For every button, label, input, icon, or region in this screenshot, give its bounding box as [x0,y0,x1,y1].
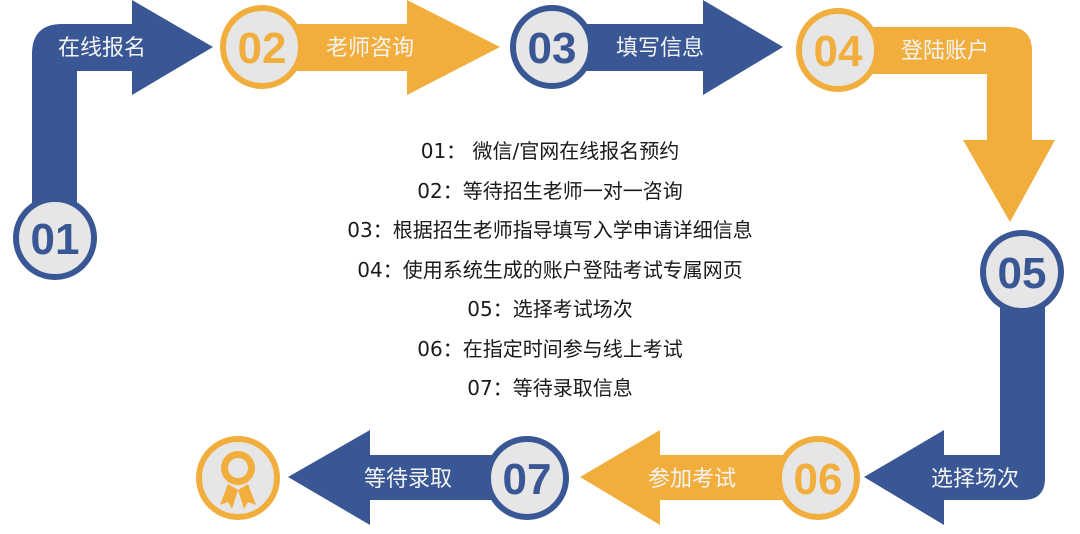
svg-text:06: 06 [794,455,843,504]
detail-line: 02：等待招生老师一对一咨询 [417,178,683,203]
svg-text:05: 05 [998,249,1047,298]
step-circle-04: 04 [796,8,880,92]
step-label-03: 填写信息 [616,36,704,61]
arrow-step-03 [570,0,783,95]
detail-line: 04：使用系统生成的账户登陆考试专属网页 [357,257,743,282]
arrow-step-06 [580,430,800,525]
step-details-list: 01： 微信/官网在线报名预约 02：等待招生老师一对一咨询 03：根据招生老师… [230,132,870,409]
step-circle-06: 06 [776,436,860,520]
detail-line: 06：在指定时间参与线上考试 [417,336,683,361]
step-circle-01: 01 [13,196,97,280]
step-circle-02: 02 [220,5,304,89]
svg-text:02: 02 [238,24,287,73]
step-label-05: 选择场次 [931,467,1019,492]
detail-line: 03：根据招生老师指导填写入学申请详细信息 [347,218,753,242]
arrow-step-04 [860,27,1055,222]
award-ribbon-icon [196,436,280,520]
arrow-step-01 [32,0,213,215]
step-circle-05: 05 [980,230,1064,314]
step-circle-03: 03 [510,5,594,89]
detail-line: 05：选择考试场次 [467,297,633,321]
svg-text:01: 01 [31,215,80,264]
step-circle-07: 07 [485,436,569,520]
detail-line: 07：等待录取信息 [467,376,633,400]
step-label-01: 在线报名 [58,36,146,61]
svg-text:04: 04 [814,27,863,76]
step-label-04: 登陆账户 [901,39,989,64]
svg-text:07: 07 [503,455,552,504]
step-label-02: 老师咨询 [326,36,414,61]
detail-line: 01： 微信/官网在线报名预约 [420,139,680,163]
arrow-step-07 [288,430,510,525]
arrow-step-05 [864,290,1045,525]
step-label-06: 参加考试 [648,467,736,492]
step-label-07: 等待录取 [364,467,452,492]
svg-text:03: 03 [528,24,577,73]
arrow-step-02 [280,0,500,95]
